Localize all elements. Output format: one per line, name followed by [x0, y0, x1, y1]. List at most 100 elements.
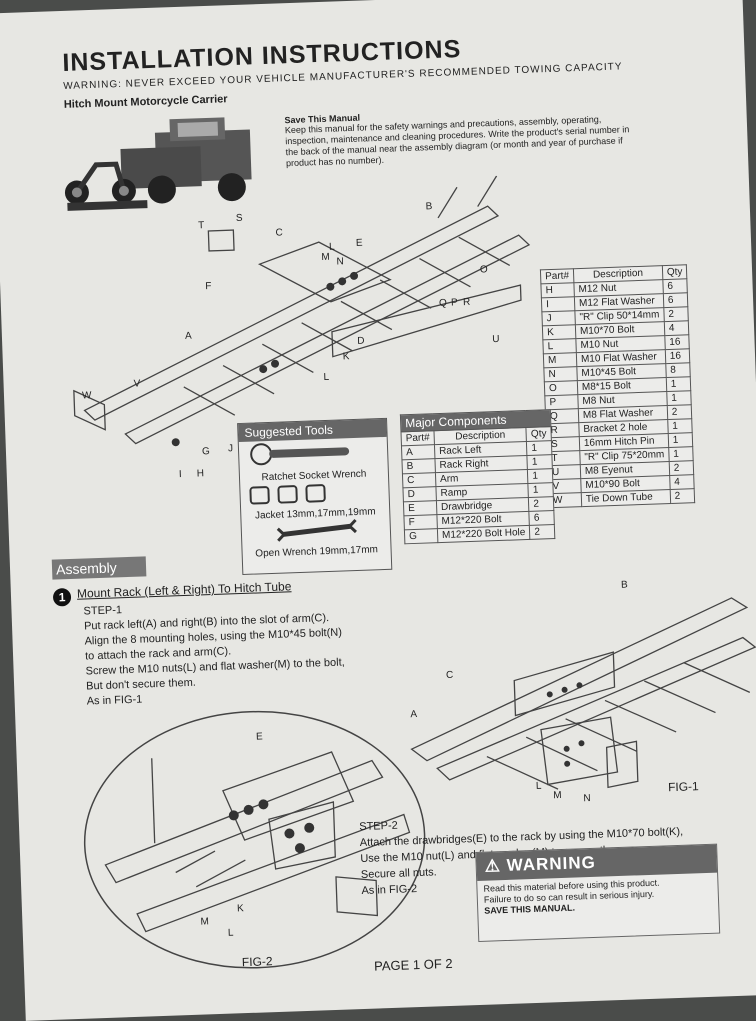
fig2-drawbridge-diagram: [83, 710, 426, 969]
cell: Tie Down Tube: [581, 489, 671, 507]
diagram-label-w: W: [81, 390, 92, 402]
cell: I: [541, 296, 575, 312]
cell: L: [542, 338, 577, 354]
diagram-label-m: M: [321, 251, 330, 264]
fig1-label-c: C: [445, 669, 454, 681]
cell: 16: [664, 334, 690, 350]
diagram-label-p: P: [450, 297, 458, 309]
cell: 1: [666, 390, 692, 406]
cell: K: [542, 324, 576, 340]
diagram-label-r: R: [462, 296, 471, 309]
fig2-label-l: L: [227, 927, 234, 939]
diagram-label-u: U: [492, 333, 500, 346]
fig1-label-l: L: [535, 780, 542, 792]
cell: 6: [663, 292, 689, 308]
cell: J: [541, 310, 576, 326]
cell: M12*220 Bolt Hole: [437, 525, 531, 543]
diagram-label-k: K: [342, 351, 350, 363]
fig1-rack-diagram: [410, 597, 756, 790]
fig2-label-m: M: [200, 916, 210, 928]
cell: M: [543, 352, 577, 368]
cell: D: [402, 486, 437, 502]
cell: E: [403, 500, 437, 516]
diagram-label-e: E: [355, 237, 363, 249]
socket-set-icon: [249, 484, 326, 505]
cell: 2: [528, 496, 554, 512]
diagram-label-l2: L: [323, 371, 330, 384]
ratchet-wrench-icon: [250, 443, 350, 466]
cell: 2: [669, 460, 695, 476]
cell: 16: [665, 348, 691, 364]
diagram-label-l: L: [328, 241, 335, 253]
diagram-label-j: J: [227, 443, 234, 455]
cell: 6: [662, 278, 688, 294]
cell: G: [404, 528, 438, 544]
cell: 2: [667, 404, 693, 420]
warning-text: Read this material before using this pro…: [477, 873, 718, 920]
header-cell: Qty: [526, 426, 552, 442]
truck-carrier-photo: [64, 117, 252, 211]
step-number-badge: 1: [52, 587, 72, 607]
cell: 1: [667, 418, 693, 434]
warning-triangle-icon: ⚠: [484, 856, 502, 876]
cell: P: [544, 394, 579, 410]
diagram-label-d: D: [357, 335, 365, 347]
cell: 1: [526, 440, 552, 456]
fig1-label-n: N: [583, 792, 591, 805]
diagram-label-i: I: [178, 469, 182, 481]
cell: C: [402, 472, 436, 488]
diagram-label-v: V: [133, 378, 141, 390]
suggested-tools-box: Suggested Tools Ratchet Socket Wrench Ja…: [237, 417, 393, 575]
cell: O: [544, 380, 578, 396]
step1-instructions: STEP-1 Put rack left(A) and right(B) int…: [83, 592, 446, 709]
cell: 2: [669, 488, 696, 504]
diagram-label-b: B: [425, 201, 433, 213]
cell: N: [543, 366, 578, 382]
diagram-label-a: A: [184, 330, 192, 342]
fig2-caption: FIG-2: [241, 954, 273, 970]
header-cell: Qty: [662, 264, 688, 280]
cell: 1: [528, 482, 554, 498]
cell: B: [401, 458, 436, 474]
header-cell: Part#: [540, 268, 574, 284]
diagram-label-q: Q: [438, 297, 448, 309]
header-cell: Part#: [400, 430, 435, 446]
page-number: PAGE 1 OF 2: [373, 955, 453, 974]
diagram-label-g: G: [201, 446, 211, 458]
cell: H: [540, 282, 575, 298]
cell: F: [403, 514, 438, 530]
fig1-caption: FIG-1: [667, 779, 699, 795]
cell: 2: [529, 524, 555, 540]
cell: 1: [666, 376, 692, 392]
fig2-label-e: E: [255, 731, 263, 743]
warning-box: ⚠ WARNING Read this material before usin…: [475, 843, 721, 942]
assembly-tag: Assembly: [51, 556, 147, 580]
cell: 1: [668, 446, 694, 462]
diagram-label-f: F: [205, 280, 212, 293]
cell: 6: [529, 510, 555, 526]
fig2-label-k: K: [236, 903, 244, 915]
cell: 1: [668, 432, 694, 448]
cell: 4: [669, 474, 695, 490]
warning-heading: WARNING: [506, 852, 597, 875]
product-name: Hitch Mount Motorcycle Carrier: [63, 93, 228, 111]
diagram-label-s: S: [235, 212, 243, 224]
cell: 2: [663, 306, 689, 322]
diagram-label-n: N: [336, 256, 344, 268]
diagram-label-h: H: [196, 468, 205, 480]
cell: 1: [527, 454, 553, 470]
cell: 8: [665, 362, 691, 378]
open-wrench-label: Open Wrench 19mm,17mm: [255, 544, 379, 560]
diagram-label-t: T: [197, 220, 205, 232]
open-wrench-icon: [276, 518, 357, 542]
major-components-table: Major Components Part# Description Qty A…: [399, 409, 556, 545]
cell: 1: [527, 468, 553, 484]
fig1-label-b: B: [620, 579, 628, 591]
fig1-label-m: M: [553, 789, 562, 802]
cell: A: [401, 444, 435, 460]
cell: 4: [664, 320, 690, 336]
exploded-parts-diagram: [73, 175, 531, 447]
diagram-label-o: O: [479, 264, 488, 276]
